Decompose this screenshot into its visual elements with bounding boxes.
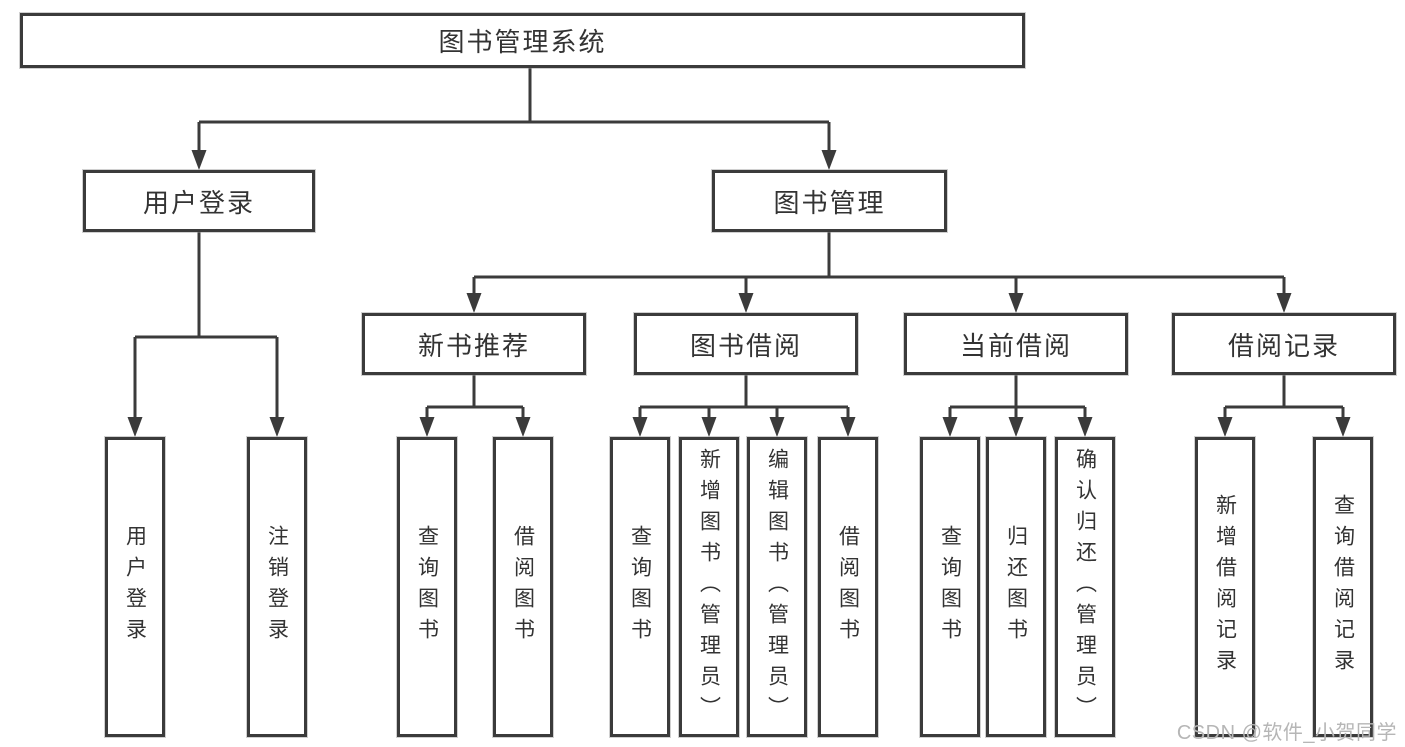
arrowhead [821, 150, 837, 170]
edge-borrow-records-to-leaves [1217, 375, 1351, 437]
leaf-recommend-borrow-book-label: 借阅图书 [511, 525, 535, 649]
arrowhead [1335, 417, 1351, 437]
arrowhead [1276, 293, 1292, 313]
leaf-borrow-edit-book-label: 编辑图书（管理员） [765, 447, 789, 727]
arrowhead [127, 417, 143, 437]
arrowhead [466, 293, 482, 313]
leaf-records-add-record: 新增借阅记录 [1195, 437, 1255, 737]
leaf-current-query-book: 查询图书 [920, 437, 980, 737]
leaf-recommend-query-book: 查询图书 [397, 437, 457, 737]
arrowhead [269, 417, 285, 437]
node-book-borrow: 图书借阅 [634, 313, 858, 375]
arrowhead [840, 417, 856, 437]
leaf-recommend-borrow-book: 借阅图书 [493, 437, 553, 737]
leaf-user-login: 用户登录 [105, 437, 165, 737]
leaf-current-query-book-label: 查询图书 [938, 525, 962, 649]
arrowhead [738, 293, 754, 313]
arrowhead [1008, 417, 1024, 437]
leaf-user-login-label: 用户登录 [123, 525, 147, 649]
node-new-book-recommend: 新书推荐 [362, 313, 586, 375]
edge-user-login-to-leaves [127, 232, 285, 437]
arrowhead [419, 417, 435, 437]
edge-book-borrow-to-leaves [632, 375, 856, 437]
leaf-borrow-add-book: 新增图书（管理员） [679, 437, 739, 737]
edge-book-management-to-level3 [466, 232, 1292, 313]
leaf-borrow-borrow-book-label: 借阅图书 [836, 525, 860, 649]
arrowhead [1008, 293, 1024, 313]
arrowhead [191, 150, 207, 170]
node-book-borrow-label: 图书借阅 [689, 330, 802, 361]
arrowhead [632, 417, 648, 437]
leaf-borrow-query-book-label: 查询图书 [628, 525, 652, 649]
leaf-recommend-query-book-label: 查询图书 [415, 525, 439, 649]
edge-root-to-level2 [191, 68, 837, 170]
csdn-watermark: CSDN @软件_小贺同学 [1176, 722, 1397, 744]
leaf-borrow-add-book-label: 新增图书（管理员） [697, 447, 721, 727]
leaf-borrow-borrow-book: 借阅图书 [818, 437, 878, 737]
leaf-borrow-edit-book: 编辑图书（管理员） [747, 437, 807, 737]
leaf-records-query-record-label: 查询借阅记录 [1331, 494, 1355, 680]
node-borrow-records-label: 借阅记录 [1227, 330, 1340, 361]
leaf-records-add-record-label: 新增借阅记录 [1213, 494, 1237, 680]
leaf-current-return-book: 归还图书 [986, 437, 1046, 737]
leaf-current-confirm-return: 确认归还（管理员） [1055, 437, 1115, 737]
node-current-borrow-label: 当前借阅 [959, 330, 1072, 361]
node-book-management: 图书管理 [712, 170, 947, 232]
leaf-logout-label: 注销登录 [265, 525, 289, 649]
node-book-management-label: 图书管理 [773, 187, 886, 218]
leaf-current-return-book-label: 归还图书 [1004, 525, 1028, 649]
node-current-borrow: 当前借阅 [904, 313, 1128, 375]
leaf-records-query-record: 查询借阅记录 [1313, 437, 1373, 737]
leaf-logout: 注销登录 [247, 437, 307, 737]
node-root: 图书管理系统 [20, 13, 1025, 68]
arrowhead [769, 417, 785, 437]
arrowhead [1077, 417, 1093, 437]
edge-new-book-recommend-to-leaves [419, 375, 531, 437]
node-user-login: 用户登录 [83, 170, 315, 232]
arrowhead [515, 417, 531, 437]
leaf-borrow-query-book: 查询图书 [610, 437, 670, 737]
arrowhead [701, 417, 717, 437]
node-borrow-records: 借阅记录 [1172, 313, 1396, 375]
leaf-current-confirm-return-label: 确认归还（管理员） [1073, 447, 1097, 727]
node-user-login-label: 用户登录 [142, 187, 255, 218]
node-root-label: 图书管理系统 [438, 27, 607, 57]
arrowhead [942, 417, 958, 437]
arrowhead [1217, 417, 1233, 437]
node-new-book-recommend-label: 新书推荐 [417, 330, 530, 361]
edge-current-borrow-to-leaves [942, 375, 1093, 437]
